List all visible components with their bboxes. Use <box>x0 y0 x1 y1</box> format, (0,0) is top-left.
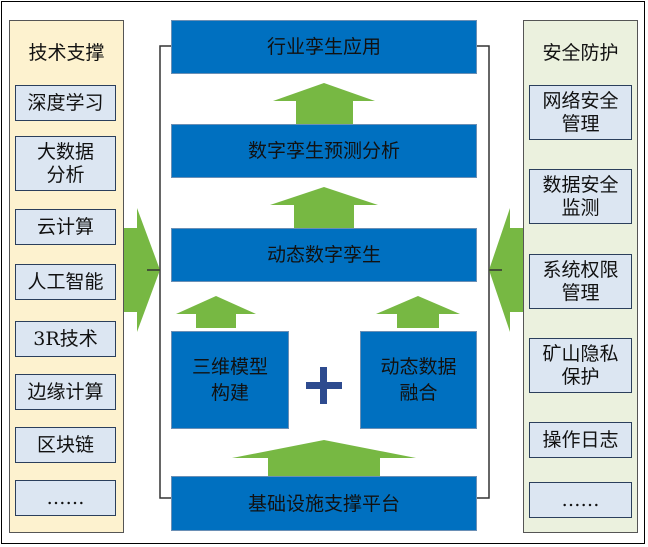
tech-item-more: …… <box>15 480 116 516</box>
tech-item-deep-learning: 深度学习 <box>15 85 116 121</box>
tech-item-3r: 3R技术 <box>15 321 116 357</box>
infrastructure-platform-box: 基础设施支撑平台 <box>171 476 477 531</box>
industry-twin-application-box: 行业孪生应用 <box>171 20 477 74</box>
tech-item-cloud-computing: 云计算 <box>15 209 116 245</box>
dynamic-data-fusion-box: 动态数据 融合 <box>360 331 477 429</box>
up-arrow-to-industry-app <box>273 83 375 101</box>
right-bracket <box>477 45 490 499</box>
left-side-arrow <box>124 208 160 332</box>
up-arrow-to-prediction <box>270 187 378 205</box>
dynamic-digital-twin-box: 动态数字孪生 <box>171 228 477 282</box>
up-arrow-from-fusion <box>376 296 460 314</box>
right-panel-title: 安全防护 <box>542 42 619 64</box>
up-arrow-from-platform <box>232 440 416 458</box>
left-panel-title: 技术支撑 <box>28 42 105 64</box>
tech-item-big-data: 大数据 分析 <box>15 136 116 191</box>
up-arrow-from-model <box>176 296 256 314</box>
security-item-privacy: 矿山隐私 保护 <box>529 338 632 393</box>
twin-prediction-analysis-box: 数字孪生预测分析 <box>171 124 477 178</box>
left-bracket <box>159 45 171 499</box>
tech-item-edge-computing: 边缘计算 <box>15 374 116 410</box>
tech-item-blockchain: 区块链 <box>15 427 116 463</box>
security-item-data-monitoring: 数据安全 监测 <box>529 169 632 224</box>
security-item-logs: 操作日志 <box>529 422 632 458</box>
security-item-permissions: 系统权限 管理 <box>529 254 632 309</box>
security-item-network: 网络安全 管理 <box>529 85 632 140</box>
security-item-more: …… <box>529 482 632 518</box>
3d-model-build-box: 三维模型 构建 <box>171 331 289 429</box>
tech-item-ai: 人工智能 <box>15 264 116 300</box>
right-side-arrow <box>489 208 523 332</box>
